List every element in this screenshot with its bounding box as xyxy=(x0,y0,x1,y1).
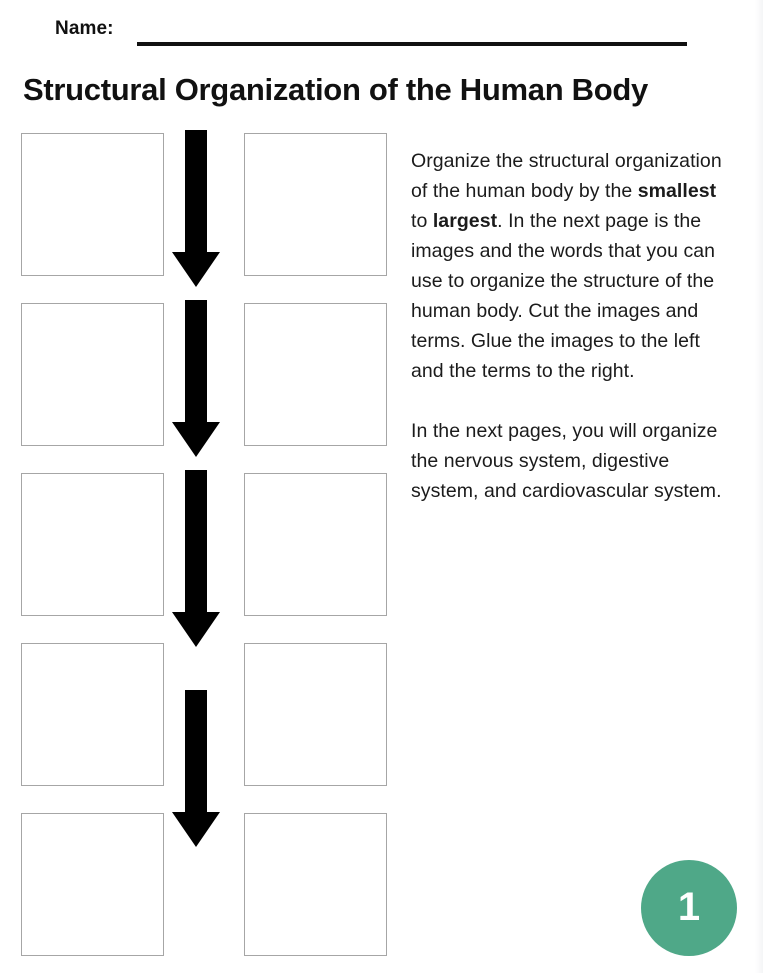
instructions-p1-emphasis-smallest: smallest xyxy=(637,180,717,202)
image-box-1[interactable] xyxy=(21,133,164,276)
page-title: Structural Organization of the Human Bod… xyxy=(23,72,648,107)
down-arrow-icon-1 xyxy=(171,130,221,288)
term-box-4[interactable] xyxy=(244,643,387,786)
instructions-p1-text-1: Organize the structural organization of … xyxy=(411,150,722,202)
image-box-2[interactable] xyxy=(21,303,164,446)
name-input-line[interactable] xyxy=(137,42,687,46)
name-label: Name: xyxy=(55,18,114,39)
term-box-3[interactable] xyxy=(244,473,387,616)
instructions-block: Organize the structural organization of … xyxy=(411,146,733,506)
instructions-p1-text-2: to xyxy=(411,210,433,232)
down-arrow-icon-2 xyxy=(171,300,221,458)
image-box-3[interactable] xyxy=(21,473,164,616)
down-arrow-icon-3 xyxy=(171,470,221,648)
term-box-2[interactable] xyxy=(244,303,387,446)
page-number-badge: 1 xyxy=(641,860,737,956)
instructions-p1-emphasis-largest: largest xyxy=(432,210,498,232)
instructions-p1-text-3: . In the next page is the images and the… xyxy=(411,210,716,382)
term-box-5[interactable] xyxy=(244,813,387,956)
image-box-4[interactable] xyxy=(21,643,164,786)
instructions-paragraph-1: Organize the structural organization of … xyxy=(411,146,733,386)
name-field-row: Name: xyxy=(55,16,715,50)
term-box-1[interactable] xyxy=(244,133,387,276)
page-edge-shadow xyxy=(755,0,763,973)
instructions-paragraph-2: In the next pages, you will organize the… xyxy=(411,420,722,502)
down-arrow-icon-4 xyxy=(171,690,221,848)
image-box-5[interactable] xyxy=(21,813,164,956)
page-number-text: 1 xyxy=(677,884,701,929)
